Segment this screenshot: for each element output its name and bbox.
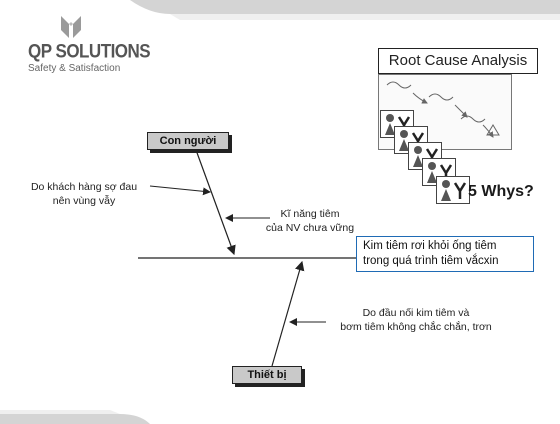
five-whys-label: 5 Whys?	[468, 183, 534, 200]
effect-box: Kim tiêm rơi khỏi ống tiêm trong quá trì…	[356, 236, 534, 272]
bone-con-nguoi	[195, 149, 236, 256]
cause-line: Do đầu nối kim tiêm và	[362, 307, 470, 319]
bottom-decor-band	[0, 410, 150, 424]
cause-line: bơm tiêm không chắc chắn, trơn	[340, 321, 492, 333]
bone-thiet-bi	[271, 260, 305, 367]
top-decor-band	[130, 0, 560, 20]
person-card	[408, 142, 442, 170]
rca-flow-illustration	[386, 81, 500, 138]
logo-subtitle: Safety & Satisfaction	[28, 63, 121, 74]
cause-label: Do đầu nối kim tiêm và bơm tiêm không ch…	[326, 306, 506, 334]
logo-mark-icon	[61, 16, 81, 38]
cause-line: Do khách hàng sợ đau	[30, 181, 138, 193]
effect-line: trong quá trình tiêm vắcxin	[363, 255, 499, 267]
category-con-nguoi: Con người	[147, 132, 229, 150]
cause-label: Do khách hàng sợ đau nên vùng vẫy	[14, 180, 154, 208]
effect-line: Kim tiêm rơi khỏi ống tiêm	[363, 240, 497, 252]
person-card	[436, 176, 470, 204]
cause-arrow-1	[149, 185, 211, 196]
logo-title: QP SOLUTIONS	[28, 40, 151, 62]
category-thiet-bi: Thiết bị	[232, 366, 302, 384]
cause-label: Kĩ năng tiêm của NV chưa vững	[250, 207, 370, 235]
cause-line: của NV chưa vững	[265, 222, 355, 234]
company-logo: QP SOLUTIONS Safety & Satisfaction	[28, 14, 151, 84]
cause-line: nên vùng vẫy	[52, 195, 116, 207]
cause-line: Kĩ năng tiêm	[280, 208, 340, 220]
rca-title: Root Cause Analysis	[378, 48, 538, 74]
